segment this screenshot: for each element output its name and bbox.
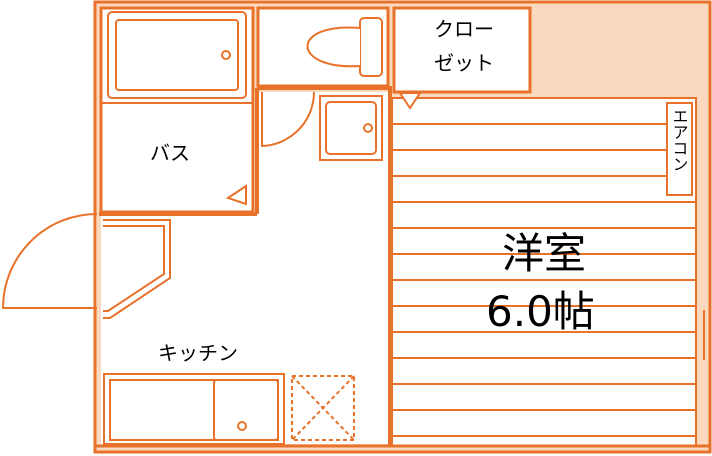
kitchen-area [1,6,392,446]
toilet-icon [306,17,383,77]
closet [392,6,532,94]
aircon-unit [666,102,693,196]
aircon-label: エアコン [670,108,689,172]
door-swing-icon [261,91,315,148]
sink-icon [319,95,383,161]
flooring-lines [392,123,696,437]
kitchen-counter [103,373,285,445]
western-room [387,92,705,447]
bath-label: バス [150,141,190,165]
kitchen-sink-icon [213,379,279,441]
kitchen-label: キッチン [158,341,238,365]
western-room-label: 洋室 [502,229,586,278]
western-room-size: 6.0帖 [486,287,595,336]
washer-space-icon [291,375,355,441]
toilet-room [256,6,390,88]
closet-label-line2: ゼット [434,51,494,75]
closet-label-line1: クロー [434,17,494,41]
